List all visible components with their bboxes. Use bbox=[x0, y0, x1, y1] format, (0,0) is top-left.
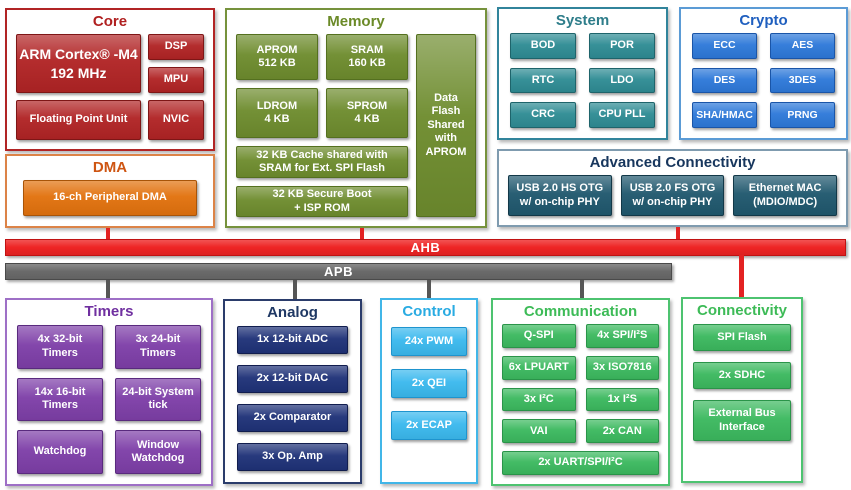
block-i2c: 3x I²C bbox=[502, 387, 576, 412]
section-memory: Memory APROM 512 KB SRAM 160 KB Data Fla… bbox=[225, 8, 487, 228]
block-spi-i2s: 4x SPI/I²S bbox=[585, 324, 659, 348]
block-sram: SRAM 160 KB bbox=[326, 34, 408, 80]
connector-apb-to-control bbox=[427, 280, 431, 299]
block-crc: CRC bbox=[510, 102, 576, 128]
block-dac: 2x 12-bit DAC bbox=[237, 365, 348, 393]
connector-apb-to-communication bbox=[580, 280, 584, 299]
core-body: ARM Cortex® -M4 192 MHz DSP MPU Floating… bbox=[7, 33, 213, 149]
block-ecap: 2x ECAP bbox=[391, 411, 467, 440]
timers-body: 4x 32-bit Timers 3x 24-bit Timers 14x 16… bbox=[7, 323, 211, 484]
connector-apb-to-timers bbox=[106, 280, 110, 299]
section-dma: DMA 16-ch Peripheral DMA bbox=[5, 154, 215, 228]
block-qspi: Q-SPI bbox=[502, 324, 576, 348]
block-data-flash: Data Flash Shared with APROM bbox=[416, 34, 476, 217]
block-sha-hmac: SHA/HMAC bbox=[692, 102, 757, 128]
dma-title: DMA bbox=[92, 159, 128, 176]
system-body: BOD POR RTC LDO CRC CPU PLL bbox=[499, 32, 666, 138]
connector-memory-to-ahb bbox=[360, 228, 364, 239]
block-pwm: 24x PWM bbox=[391, 327, 467, 356]
block-rtc: RTC bbox=[510, 67, 576, 94]
block-16bit-timers: 14x 16-bit Timers bbox=[17, 377, 103, 422]
block-sprom: SPROM 4 KB bbox=[326, 88, 408, 138]
block-can: 2x CAN bbox=[585, 419, 659, 444]
section-timers: Timers 4x 32-bit Timers 3x 24-bit Timers… bbox=[5, 298, 213, 486]
bus-ahb: AHB bbox=[5, 239, 846, 256]
connectivity-body: SPI Flash 2x SDHC External Bus Interface bbox=[683, 322, 801, 481]
block-cpu-pll: CPU PLL bbox=[589, 102, 655, 128]
block-24bit-timers: 3x 24-bit Timers bbox=[115, 325, 201, 369]
block-uart-spi-i2c: 2x UART/SPI/I²C bbox=[502, 451, 659, 475]
block-spi-flash: SPI Flash bbox=[693, 324, 791, 351]
system-title: System bbox=[555, 12, 610, 29]
crypto-title: Crypto bbox=[739, 12, 788, 29]
section-communication: Communication Q-SPI 4x SPI/I²S 6x LPUART… bbox=[491, 298, 670, 486]
dma-body: 16-ch Peripheral DMA bbox=[7, 179, 213, 226]
connector-dma-to-ahb bbox=[106, 228, 110, 239]
block-peripheral-dma: 16-ch Peripheral DMA bbox=[23, 180, 197, 216]
block-prng: PRNG bbox=[770, 102, 835, 128]
connector-ahb-to-connectivity bbox=[739, 255, 744, 297]
section-crypto: Crypto ECC AES DES 3DES SHA/HMAC PRNG bbox=[679, 7, 848, 140]
block-adc: 1x 12-bit ADC bbox=[237, 326, 348, 354]
section-control: Control 24x PWM 2x QEI 2x ECAP bbox=[380, 298, 478, 484]
memory-title: Memory bbox=[327, 13, 385, 30]
block-ethernet-mac: Ethernet MAC (MDIO/MDC) bbox=[733, 175, 837, 216]
connector-apb-to-analog bbox=[293, 280, 297, 300]
advanced-connectivity-title: Advanced Connectivity bbox=[589, 154, 756, 171]
section-connectivity: Connectivity SPI Flash 2x SDHC External … bbox=[681, 297, 803, 483]
control-title: Control bbox=[402, 303, 456, 320]
block-vai: VAI bbox=[502, 419, 576, 444]
block-mpu: MPU bbox=[148, 67, 204, 93]
section-advanced-connectivity: Advanced Connectivity USB 2.0 HS OTG w/ … bbox=[497, 149, 848, 227]
block-comparator: 2x Comparator bbox=[237, 404, 348, 432]
block-ldo: LDO bbox=[589, 67, 655, 94]
connectivity-title: Connectivity bbox=[696, 302, 787, 319]
block-ldrom: LDROM 4 KB bbox=[236, 88, 318, 138]
block-watchdog: Watchdog bbox=[17, 430, 103, 474]
block-bod: BOD bbox=[510, 33, 576, 59]
block-window-watchdog: Window Watchdog bbox=[115, 430, 201, 474]
crypto-body: ECC AES DES 3DES SHA/HMAC PRNG bbox=[681, 32, 846, 138]
communication-body: Q-SPI 4x SPI/I²S 6x LPUART 3x ISO7816 3x… bbox=[493, 323, 668, 484]
bus-apb: APB bbox=[5, 263, 672, 280]
block-lpuart: 6x LPUART bbox=[502, 355, 576, 380]
block-system-tick: 24-bit System tick bbox=[115, 377, 201, 422]
section-system: System BOD POR RTC LDO CRC CPU PLL bbox=[497, 7, 668, 140]
communication-title: Communication bbox=[523, 303, 638, 320]
block-cache: 32 KB Cache shared with SRAM for Ext. SP… bbox=[236, 146, 408, 178]
block-i2s: 1x I²S bbox=[585, 387, 659, 412]
block-sdhc: 2x SDHC bbox=[693, 362, 791, 389]
section-analog: Analog 1x 12-bit ADC 2x 12-bit DAC 2x Co… bbox=[223, 299, 362, 484]
block-arm-cortex-m4: ARM Cortex® -M4 192 MHz bbox=[16, 34, 141, 93]
control-body: 24x PWM 2x QEI 2x ECAP bbox=[382, 323, 476, 482]
block-32bit-timers: 4x 32-bit Timers bbox=[17, 325, 103, 369]
timers-title: Timers bbox=[84, 303, 134, 320]
block-des: DES bbox=[692, 67, 757, 94]
analog-title: Analog bbox=[267, 304, 318, 321]
block-secure-boot-rom: 32 KB Secure Boot + ISP ROM bbox=[236, 186, 408, 217]
block-iso7816: 3x ISO7816 bbox=[585, 355, 659, 380]
block-floating-point-unit: Floating Point Unit bbox=[16, 100, 141, 140]
core-title: Core bbox=[92, 13, 128, 30]
block-usb-hs-otg: USB 2.0 HS OTG w/ on-chip PHY bbox=[508, 175, 612, 216]
block-3des: 3DES bbox=[770, 67, 835, 94]
block-op-amp: 3x Op. Amp bbox=[237, 443, 348, 471]
block-dsp: DSP bbox=[148, 34, 204, 60]
block-aprom: APROM 512 KB bbox=[236, 34, 318, 80]
block-external-bus-interface: External Bus Interface bbox=[693, 400, 791, 441]
connector-advconn-to-ahb bbox=[676, 227, 680, 239]
block-aes: AES bbox=[770, 33, 835, 59]
block-qei: 2x QEI bbox=[391, 369, 467, 398]
advanced-connectivity-body: USB 2.0 HS OTG w/ on-chip PHY USB 2.0 FS… bbox=[499, 174, 846, 225]
block-ecc: ECC bbox=[692, 33, 757, 59]
block-nvic: NVIC bbox=[148, 100, 204, 140]
block-usb-fs-otg: USB 2.0 FS OTG w/ on-chip PHY bbox=[620, 175, 725, 216]
memory-body: APROM 512 KB SRAM 160 KB Data Flash Shar… bbox=[227, 33, 485, 226]
section-core: Core ARM Cortex® -M4 192 MHz DSP MPU Flo… bbox=[5, 8, 215, 151]
analog-body: 1x 12-bit ADC 2x 12-bit DAC 2x Comparato… bbox=[225, 324, 360, 482]
block-por: POR bbox=[589, 33, 655, 59]
